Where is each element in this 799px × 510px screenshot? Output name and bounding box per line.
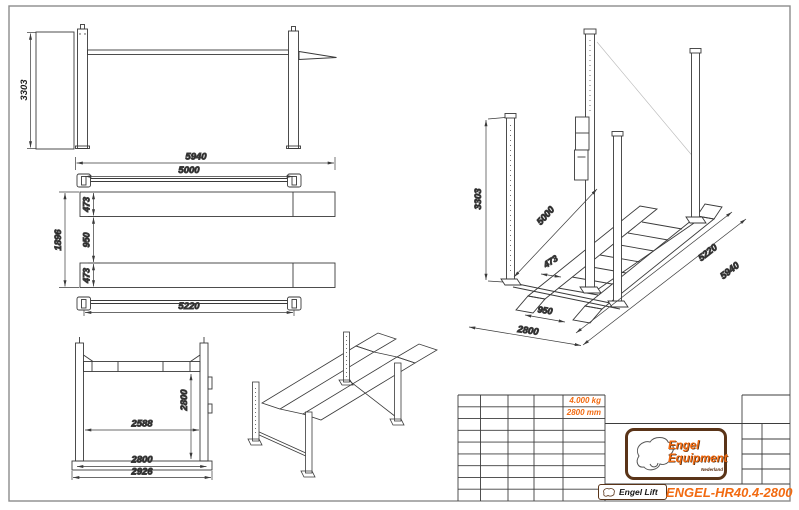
dim-label-iso-width: 2800 xyxy=(516,324,540,338)
dim-label-iso-rail: 5220 xyxy=(696,242,720,264)
logo-line1: Engel xyxy=(668,440,700,452)
large-iso-view: 3303 5000 473 950 2800 5220 5940 xyxy=(468,28,747,346)
plan-view: 5940 5000 1896 473 950 473 5220 xyxy=(53,151,336,316)
dim-label-iso-height: 3303 xyxy=(473,188,484,210)
logo-subtext: Nederland xyxy=(700,467,723,472)
dim-label-end-inner: 2588 xyxy=(130,419,153,430)
small-iso-view xyxy=(247,331,438,478)
dim-label-plan-runway-bottom: 473 xyxy=(81,268,91,284)
dim-label-iso-runway: 473 xyxy=(541,253,560,270)
dim-label-iso-total: 5940 xyxy=(718,260,742,282)
dim-label-plan-base: 5220 xyxy=(178,301,200,312)
dim-label-end-height: 2800 xyxy=(179,389,190,412)
dim-label-end-outer: 2800 xyxy=(130,455,153,466)
width-spec-value: 2800 mm xyxy=(566,407,601,417)
capacity-value: 4.000 kg xyxy=(569,396,601,405)
dim-label-plan-total: 5940 xyxy=(185,152,207,163)
badge-sketch-icon xyxy=(603,488,615,497)
badge-label: Engel Lift xyxy=(619,487,658,497)
dim-label-iso-platform: 5000 xyxy=(535,204,558,228)
model-number: ENGEL-HR40.4-2800 xyxy=(666,485,793,500)
end-view: 2800 2588 2800 2926 xyxy=(71,337,213,480)
front-view: 3303 xyxy=(19,24,337,150)
dim-label-plan-runway-top: 473 xyxy=(81,197,91,213)
brand-badge: Engel Lift xyxy=(598,484,667,500)
dim-label-iso-track: 950 xyxy=(537,304,553,316)
sheet-frame xyxy=(8,5,791,502)
title-block-grid xyxy=(457,394,790,501)
dim-label-plan-inner: 5000 xyxy=(178,165,200,176)
logo-sketch-icon xyxy=(636,437,674,471)
dim-label-end-base: 2926 xyxy=(130,467,153,478)
logo-line2: Equipment xyxy=(668,453,728,465)
company-logo: Engel Equipment Nederland xyxy=(625,428,727,480)
dim-label-plan-width: 1896 xyxy=(53,229,64,251)
dim-label-front-height: 3303 xyxy=(19,79,30,101)
dim-label-plan-track: 950 xyxy=(81,232,91,247)
